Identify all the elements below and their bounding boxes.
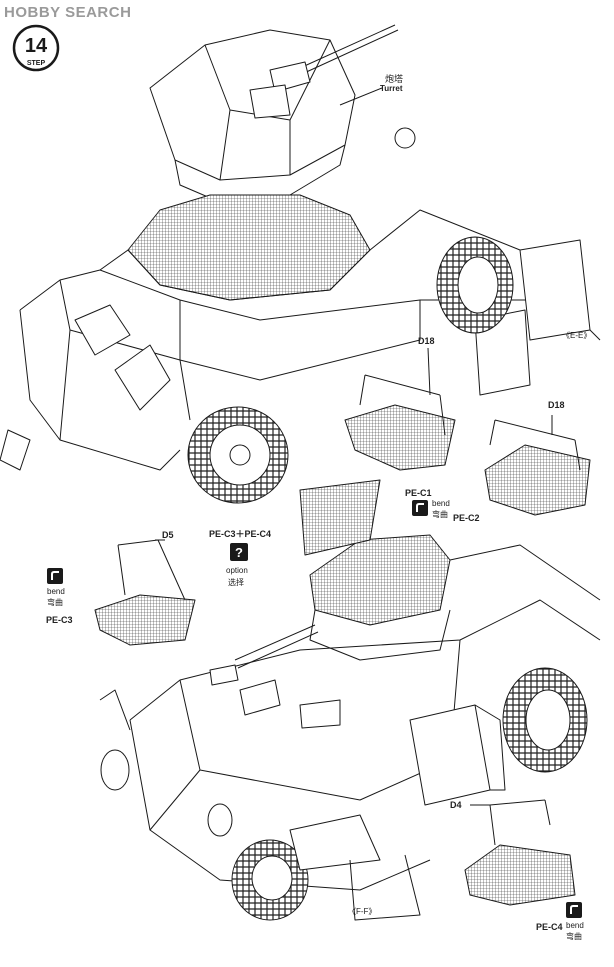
option-label-cn: 选择: [228, 578, 244, 587]
bend-icon: [412, 500, 428, 516]
turret-label-en: Turret: [380, 84, 403, 93]
bend-icon: [566, 902, 582, 918]
bend-label-en-2: bend: [47, 587, 65, 596]
pe-c2-drawing: [484, 419, 591, 516]
part-d4-label: D4: [450, 800, 462, 810]
ff-section-label: 《F-F》: [348, 907, 377, 916]
part-d18-label-b: D18: [548, 400, 565, 410]
pe-c4-label: PE-C4: [536, 922, 563, 932]
pe-c1-drawing: [344, 374, 456, 471]
pe-c4-drawing: [464, 799, 576, 906]
bend-label-en-3: bend: [566, 921, 584, 930]
ee-section-label: 《E-E》: [562, 331, 592, 340]
pe-c2-label: PE-C2: [453, 513, 480, 523]
part-d5-label: D5: [162, 530, 174, 540]
bend-label-cn-1: 弯曲: [432, 510, 448, 519]
option-label-en: option: [226, 566, 248, 575]
bend-label-en-1: bend: [432, 499, 450, 508]
hobby-search-logo: HOBBY SEARCH: [4, 4, 131, 21]
turret-label-cn: 炮塔: [385, 75, 404, 85]
pe-c3-label: PE-C3: [46, 615, 73, 625]
upper-vehicle-drawing: [0, 24, 601, 504]
step-badge: 14 STEP: [12, 24, 60, 72]
question-icon: ?: [230, 543, 248, 561]
step-label: STEP: [27, 60, 46, 67]
pe-c1-label: PE-C1: [405, 488, 432, 498]
part-d18-label-a: D18: [418, 336, 435, 346]
bend-icon: [47, 568, 63, 584]
logo-text: HOBBY SEARCH: [4, 4, 132, 21]
pe-c3-drawing: [94, 539, 196, 646]
lower-vehicle-drawing: [99, 479, 601, 921]
bend-label-cn-3: 弯曲: [566, 932, 582, 941]
bend-label-cn-2: 弯曲: [47, 598, 63, 607]
option-combo-label: PE-C3＋PE-C4: [209, 529, 272, 539]
step-number: 14: [25, 35, 48, 57]
